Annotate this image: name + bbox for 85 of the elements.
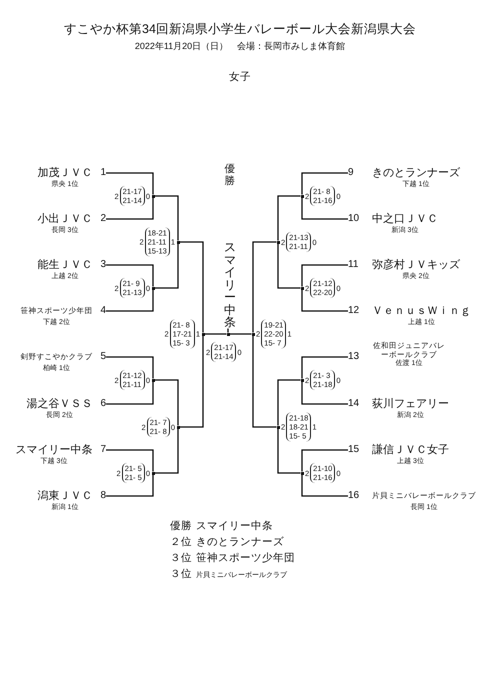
result-rank: 優勝 (170, 519, 192, 533)
bracket-line (180, 336, 204, 428)
champion-name: スマイリー中条 (224, 241, 236, 328)
seed-number: 8 (100, 489, 106, 503)
bracket-line (106, 449, 154, 472)
team-name: 弥彦村ＪＶキッズ (372, 258, 460, 272)
bracket-line (252, 336, 276, 428)
seed-number: 15 (348, 443, 360, 457)
team-name: 潟東ＪＶＣ (37, 489, 92, 503)
team-name: 謙信ＪＶＣ女子 (372, 443, 449, 457)
bracket-line (154, 195, 179, 240)
bracket-junction (300, 378, 304, 382)
bracket-junction (176, 426, 180, 428)
result-rank: ３位 (170, 567, 192, 581)
team-name: 荻川フェアリー (372, 397, 449, 411)
seed-number: 12 (348, 304, 360, 318)
result-team: 笹神スポーツ少年団 (196, 551, 295, 565)
bracket-junction (152, 378, 154, 382)
bracket-line (106, 198, 154, 220)
bracket-line (301, 449, 348, 472)
bracket-line (277, 379, 300, 426)
bracket-junction (300, 472, 304, 474)
seed-number: 5 (100, 350, 106, 364)
seed-number: 10 (348, 212, 360, 226)
bracket-line (154, 244, 179, 289)
bracket-junction (152, 472, 154, 474)
seed-number: 6 (100, 397, 106, 411)
bracket-line (277, 195, 300, 240)
team-name: 加茂ＪＶＣ (37, 166, 92, 180)
result-rank: ３位 (170, 551, 192, 565)
bracket-line (301, 474, 348, 497)
team-name: 湯之谷ＶＳＳ (26, 397, 92, 411)
bracket-line (180, 241, 204, 332)
bracket-junction (276, 240, 280, 244)
seed-number: 1 (100, 166, 106, 180)
event-info: 2022年11月20日（日） 会場：長岡市みしま体育館 (134, 40, 346, 53)
seed-number: 7 (100, 443, 106, 457)
bracket-line (277, 244, 300, 289)
bracket-line (301, 264, 348, 286)
bracket-line (154, 379, 179, 426)
seed-number: 16 (348, 489, 360, 503)
seed-number: 3 (100, 258, 106, 272)
seed-number: 11 (348, 258, 360, 272)
team-name: 能生ＪＶＣ (37, 258, 92, 272)
team-name: きのとランナーズ (372, 166, 460, 180)
champion-heading: 優勝 (224, 163, 236, 187)
bracket-junction (202, 332, 204, 336)
seed-number: 4 (100, 304, 106, 318)
page-title: すこやか杯第34回新潟県小学生バレーボール大会新潟県大会 (63, 21, 417, 38)
bracket-junction (252, 332, 254, 336)
result-team: きのとランナーズ (196, 535, 284, 549)
team-name: ＶｅｎｕｓＷｉｎｇ (372, 304, 471, 318)
bracket-line (301, 356, 348, 378)
bracket-line (106, 382, 154, 405)
seed-number: 9 (348, 166, 355, 180)
bracket-line (106, 356, 154, 378)
bracket-line (301, 382, 348, 405)
bracket-line (204, 333, 226, 335)
seed-number: 13 (348, 350, 360, 364)
bracket-line (154, 428, 179, 474)
bracket-line (106, 474, 154, 497)
bracket-junction (176, 240, 180, 244)
bracket-line (106, 172, 154, 194)
division-label: 女子 (228, 70, 252, 84)
team-name: スマイリー中条 (15, 443, 92, 457)
bracket-line (230, 333, 252, 335)
bracket-junction (300, 194, 304, 198)
seed-number: 2 (100, 212, 106, 226)
result-rank: ２位 (170, 535, 192, 549)
bracket-junction (152, 194, 154, 198)
bracket-line (106, 290, 154, 312)
bracket-line (106, 264, 154, 286)
result-team: スマイリー中条 (196, 519, 273, 533)
seed-number: 14 (348, 397, 360, 411)
bracket-line (301, 172, 348, 194)
bracket-junction (152, 286, 154, 290)
bracket-line (277, 428, 300, 474)
bracket-line (301, 290, 348, 312)
bracket-line (301, 198, 348, 220)
bracket-junction (226, 332, 230, 336)
bracket-line (252, 241, 276, 332)
bracket-junction (300, 286, 304, 290)
team-name: 中之口ＪＶＣ (372, 212, 438, 226)
bracket-junction (276, 426, 280, 428)
team-name: 小出ＪＶＣ (37, 212, 92, 226)
